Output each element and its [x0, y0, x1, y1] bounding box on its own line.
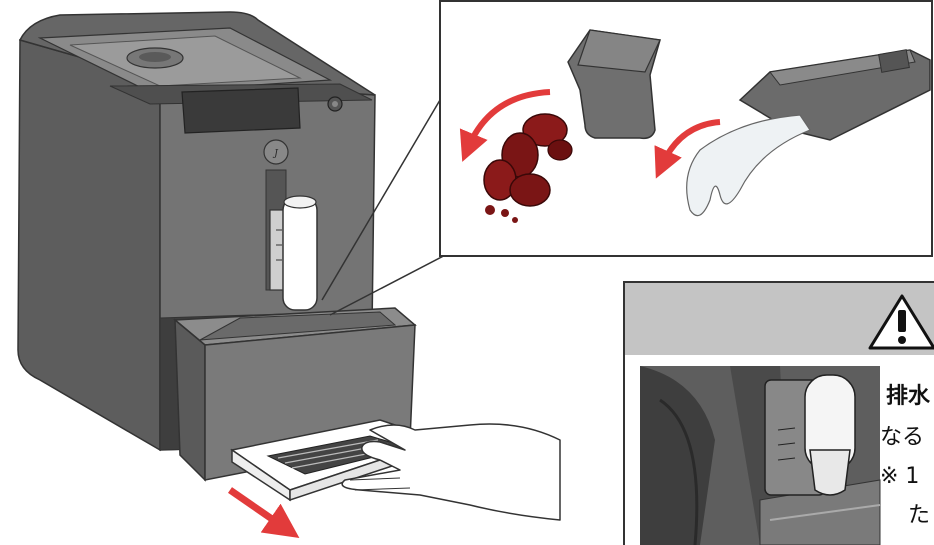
caution-heading: 排水: [886, 386, 930, 408]
pull-arrow-icon: [230, 490, 285, 528]
display-screen: [182, 88, 300, 133]
emptying-callout: [440, 1, 932, 256]
caution-line-2: なる: [880, 427, 924, 449]
caution-box: [624, 282, 934, 545]
caution-photo: [640, 366, 880, 545]
caution-line-4: た: [908, 505, 930, 527]
caution-line-3: ※ 1: [880, 466, 919, 488]
machine-side: [18, 40, 160, 450]
